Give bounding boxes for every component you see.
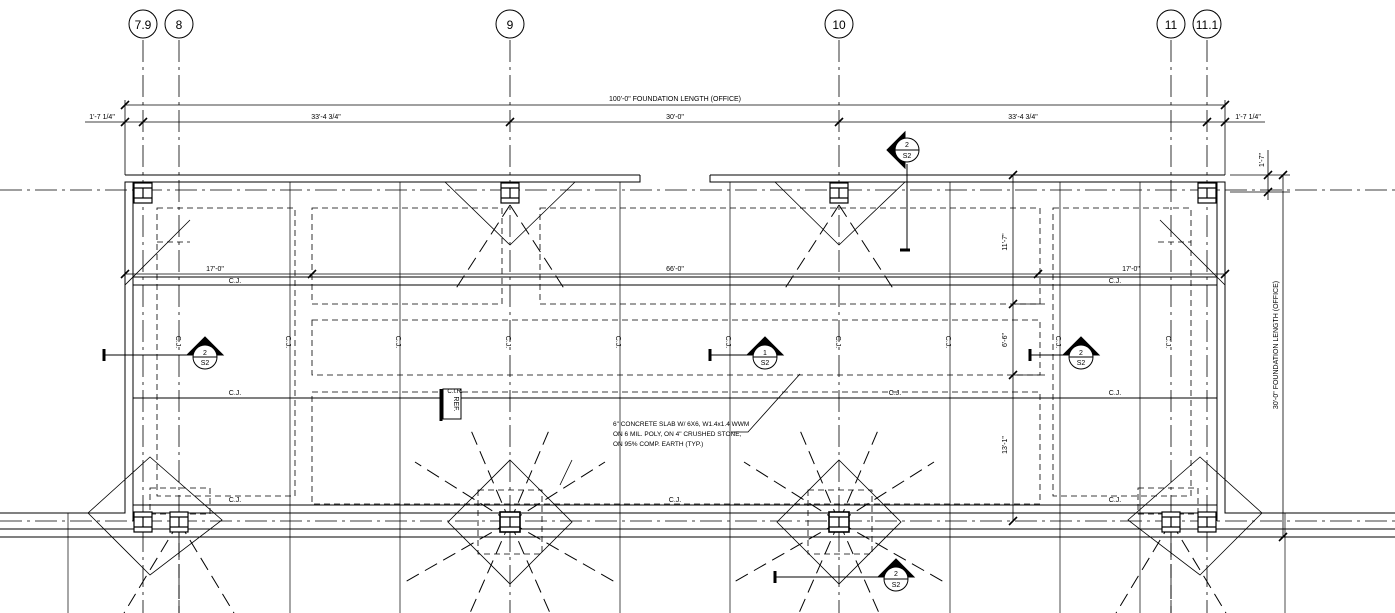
grid-bubble-7-9: 7.9 (128, 9, 158, 39)
grid-label: 11.1 (1196, 18, 1219, 32)
cj-label: C.J. (1109, 390, 1122, 397)
column-9-top (500, 182, 520, 204)
top-dimensions (85, 100, 1265, 175)
cj-label: C.J. (944, 336, 951, 349)
slab-note-line-1: 6" CONCRETE SLAB W/ 6X6, W1.4x1.4 WWM (613, 421, 749, 428)
grid-bubble-8: 8 (164, 9, 194, 39)
ref-box-side-label: REF. (452, 396, 459, 411)
slab-note-line-2: ON 6 MIL. POLY, ON 4" CRUSHED STONE, (613, 431, 742, 438)
grid-label: 9 (507, 18, 514, 32)
column-10-top (829, 182, 849, 204)
top-offset-dim: 1'-7" (1259, 153, 1266, 167)
cj-label: C.J. (229, 390, 242, 397)
cj-label: C.J. (174, 336, 181, 349)
cj-label: C.J. (1054, 336, 1061, 349)
section-sheet: S2 (201, 360, 210, 367)
cj-label: C.J. (614, 336, 621, 349)
strip-left-dim: 17'-0" (206, 266, 224, 273)
right-edge-dim: 1'-7 1/4" (1235, 114, 1261, 121)
hidden-footings (149, 207, 1199, 555)
section-number: 2 (203, 350, 207, 357)
section-marker: 1 S2 (708, 336, 785, 370)
column-7-9-bottom (133, 511, 153, 533)
cj-label: C.J. (724, 336, 731, 349)
column-8-bottom (169, 511, 189, 533)
strip-center-dim: 66'-0" (666, 266, 684, 273)
ref-box: C.I.R. REF. (439, 388, 463, 421)
seg-bottom-dim: 13'-1" (1002, 436, 1009, 454)
grid-label: 8 (176, 18, 183, 32)
grid-label: 10 (832, 18, 846, 32)
seg-top-dim: 11'-7" (1002, 233, 1009, 251)
column-10-bottom (828, 511, 850, 533)
section-marker: 2 S2 (886, 130, 920, 252)
grid-bubble-11: 11 (1156, 9, 1186, 39)
bay-center-dim: 30'-0" (666, 114, 684, 121)
bay-right-dim: 33'-4 3/4" (1008, 114, 1038, 121)
cj-label: C.J. (504, 336, 511, 349)
cj-label: C.J. (669, 497, 682, 504)
overall-width-label: 30'-0" FOUNDATION LENGTH (OFFICE) (1273, 281, 1280, 409)
slab-note: 6" CONCRETE SLAB W/ 6X6, W1.4x1.4 WWM ON… (559, 373, 801, 486)
grid-bubble-10: 10 (824, 9, 854, 39)
section-cuts: 2 S2 2 S2 1 S2 (102, 130, 1101, 592)
seg-mid-dim: 6'-6" (1002, 333, 1009, 347)
section-sheet: S2 (1077, 360, 1086, 367)
section-marker: 2 S2 (1028, 336, 1101, 370)
cj-label: C.J. (394, 336, 401, 349)
cj-label: C.J. (1164, 336, 1171, 349)
cj-label: C.J. (229, 278, 242, 285)
grid-bubble-11-1: 11.1 (1192, 9, 1222, 39)
grid-lines (0, 40, 1395, 613)
strip-dimension-labels: 17'-0" 66'-0" 17'-0" (206, 266, 1140, 273)
grid-bubbles: 7.9 8 9 10 11 11.1 (128, 9, 1222, 39)
foundation-outline (0, 174, 1395, 613)
grid-label: 7.9 (135, 18, 152, 32)
section-sheet: S2 (903, 153, 912, 160)
strip-dimensions (120, 269, 1230, 279)
section-marker: 2 S2 (773, 558, 916, 592)
cj-label: C.J. (229, 497, 242, 504)
grid-label: 11 (1165, 18, 1178, 32)
cj-label: C.J. (834, 336, 841, 349)
column-7-9-top (133, 182, 153, 204)
section-number: 2 (1079, 350, 1083, 357)
cj-label: C.J. (889, 390, 902, 397)
cj-label: C.J. (1109, 497, 1122, 504)
section-sheet: S2 (892, 582, 901, 589)
ref-box-top-label: C.I.R. (447, 389, 463, 395)
bay-left-dim: 33'-4 3/4" (311, 114, 341, 121)
section-sheet: S2 (761, 360, 770, 367)
section-number: 1 (763, 350, 767, 357)
strip-right-dim: 17'-0" (1122, 266, 1140, 273)
column-9-bottom (499, 511, 521, 533)
column-11-bottom (1161, 511, 1181, 533)
section-number: 2 (905, 142, 909, 149)
section-number: 2 (894, 571, 898, 578)
control-joint-labels: C.J. C.J. C.J. C.J. C.J. C.J. C.J. C.J. … (174, 278, 1171, 504)
pier-radials (123, 204, 1227, 613)
column-base-plates (133, 182, 1217, 533)
cj-label: C.J. (284, 336, 291, 349)
left-edge-dim: 1'-7 1/4" (89, 114, 115, 121)
section-marker: 2 S2 (102, 336, 225, 370)
cj-label: C.J. (1109, 278, 1122, 285)
column-11-1-top (1197, 182, 1217, 204)
column-11-1-bottom (1197, 511, 1217, 533)
overall-length-label: 100'-0" FOUNDATION LENGTH (OFFICE) (609, 96, 741, 103)
vertical-dimensions (1008, 150, 1290, 542)
top-dimension-labels: 100'-0" FOUNDATION LENGTH (OFFICE) 1'-7 … (89, 96, 1261, 121)
slab-note-line-3: ON 95% COMP. EARTH (TYP.) (613, 441, 703, 448)
vertical-dimension-labels: 11'-7" 6'-6" 13'-1" 1'-7" 30'-0" FOUNDAT… (1002, 153, 1280, 454)
grid-bubble-9: 9 (495, 9, 525, 39)
pier-diagonals (87, 181, 1263, 585)
